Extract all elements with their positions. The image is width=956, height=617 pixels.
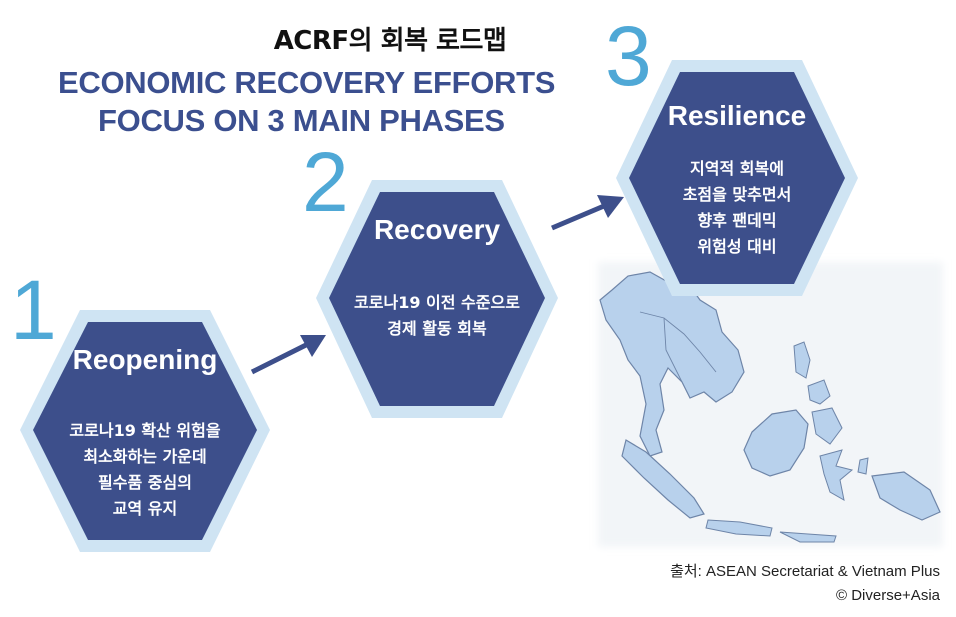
headline-line-1: ECONOMIC RECOVERY EFFORTS [58, 65, 556, 100]
arrow-1-to-2 [250, 335, 326, 375]
copyright-caption: © Diverse+Asia [835, 587, 940, 604]
phase-1-hexagon [20, 310, 270, 552]
phase-3-description: 지역적 회복에 초점을 맞추면서 향후 팬데믹 위험성 대비 [637, 156, 837, 260]
phase-1-desc-line: 최소화하는 가운데 [83, 447, 207, 466]
phase-3-desc-line: 향후 팬데믹 [697, 211, 777, 230]
phase-3-number: 3 [605, 9, 652, 103]
phase-2-hexagon [316, 180, 558, 418]
source-caption: 출처: ASEAN Secretariat & Vietnam Plus [670, 563, 940, 580]
phase-1-desc-line: 교역 유지 [112, 499, 178, 518]
phase-3-desc-line: 초점을 맞추면서 [682, 185, 792, 204]
phase-3-desc-line: 위험성 대비 [697, 237, 777, 256]
arrow-2-to-3 [551, 195, 624, 231]
southeast-asia-map [598, 262, 943, 547]
phase-2-title: Recovery [373, 214, 501, 245]
phase-2-desc-line: 경제 활동 회복 [387, 319, 487, 338]
phase-3-title: Resilience [667, 100, 807, 131]
phase-2-description: 코로나19 이전 수준으로 경제 활동 회복 [332, 290, 542, 342]
phase-2-desc-line: 코로나19 이전 수준으로 [354, 293, 520, 312]
phase-3-desc-line: 지역적 회복에 [690, 159, 784, 178]
headline-line-2: FOCUS ON 3 MAIN PHASES [98, 103, 505, 138]
phase-1-title: Reopening [72, 344, 218, 375]
phase-3-hexagon [616, 60, 858, 296]
phase-1-number: 1 [10, 263, 57, 357]
phase-2-number: 2 [302, 135, 349, 229]
phase-1-desc-line: 코로나19 확산 위험을 [69, 421, 221, 440]
page-title: ACRF의 회복 로드맵 [273, 26, 507, 56]
phase-1-desc-line: 필수품 중심의 [98, 473, 192, 492]
phase-1-description: 코로나19 확산 위험을 최소화하는 가운데 필수품 중심의 교역 유지 [45, 418, 245, 522]
headline: ECONOMIC RECOVERY EFFORTS FOCUS ON 3 MAI… [58, 64, 555, 140]
